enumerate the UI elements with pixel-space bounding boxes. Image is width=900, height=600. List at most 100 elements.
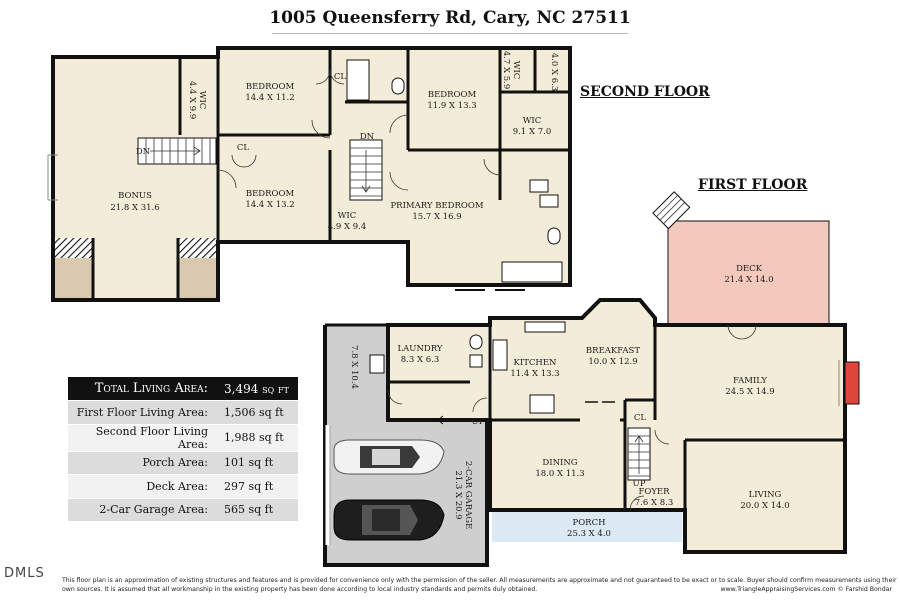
family-label: FAMILY [733, 376, 767, 386]
wic-right-text: 4.0 X 6.3 [549, 53, 559, 92]
laundry-dims: 8.3 X 6.3 [401, 355, 440, 365]
first-floor-label: FIRST FLOOR [698, 177, 808, 193]
second-floor-label: SECOND FLOOR [580, 84, 710, 100]
primary-bedroom-label: PRIMARY BEDROOM [390, 201, 483, 211]
area-summary-table: Total Living Area: 3,494 sq ft First Flo… [68, 377, 298, 522]
bedroom-mid-dims: 14.4 X 13.2 [245, 200, 294, 210]
dn-label-bonus: DN [136, 147, 151, 157]
laundry-floor [388, 325, 488, 382]
deck [667, 220, 830, 326]
closet-door-top [315, 69, 345, 85]
porch-floor [492, 510, 682, 542]
area-row-value: 297 sq ft [218, 474, 298, 499]
breakfast-label: BREAKFAST [586, 346, 640, 356]
sink-primary-2 [539, 194, 559, 208]
garage-label: 2-CAR GARAGE [463, 461, 473, 530]
deck-stairs [652, 191, 691, 230]
up-label-garage: UP [472, 417, 485, 427]
garage-storage-dims: 7.8 X 10.4 [349, 345, 359, 389]
bonus-stairs [137, 137, 217, 165]
area-table-row: Porch Area: 101 sq ft [68, 451, 298, 475]
deck-door [727, 324, 757, 340]
wic-right-dims: 4.0 X 6.3 [549, 53, 559, 92]
wic-bonus-label: WIC [197, 91, 207, 110]
hatch-left [53, 238, 93, 258]
deck-label: DECK [736, 264, 763, 274]
kitchen-dims: 11.4 X 13.3 [510, 369, 559, 379]
laundry-door [387, 389, 403, 405]
area-row-value: 1,506 sq ft [218, 400, 298, 425]
closet-label-bed2: CL [237, 143, 250, 153]
area-row-label: Second Floor Living Area: [68, 424, 218, 452]
kitchen-range [492, 339, 508, 371]
door-bed1 [311, 119, 331, 139]
powder-sink [469, 354, 483, 368]
door-primary-bath [483, 158, 501, 176]
kitchen-island [529, 394, 555, 414]
garage-step-arrow [437, 415, 475, 425]
garage-dims: 21.3 X 20.9 [453, 470, 463, 519]
second-floor-plan: BONUS 21.8 X 31.6 BEDROOM 14.4 X 11.2 BE… [47, 46, 572, 302]
page-title: 1005 Queensferry Rd, Cary, NC 27511 [269, 8, 631, 28]
window-bonus [47, 154, 58, 201]
primary-bedroom-dims: 15.7 X 16.9 [412, 212, 461, 222]
kitchen-sink [524, 321, 566, 333]
fireplace [844, 361, 860, 405]
area-row-label: Porch Area: [68, 451, 218, 475]
disclaimer-text: This floor plan is an approximation of e… [62, 577, 897, 593]
bedroom-right-dims: 11.9 X 13.3 [427, 101, 476, 111]
tub-primary [501, 261, 563, 283]
closet-label-top: CL [334, 72, 347, 82]
title-divider [272, 33, 628, 34]
breakfast-dims: 10.0 X 12.9 [588, 357, 637, 367]
dn-label-mid: DN [360, 132, 375, 142]
garage-text: 2-CAR GARAGE 21.3 X 20.9 [453, 461, 473, 530]
middle-stairs [349, 139, 383, 201]
first-floor-plan: DECK 21.4 X 14.0 LAUNDRY 8.3 X 6.3 KITCH… [323, 191, 860, 567]
deck-dims: 21.4 X 14.0 [724, 275, 773, 285]
area-row-value: 1,988 sq ft [218, 424, 298, 452]
up-label-stairs: UP [633, 479, 646, 489]
living-door [654, 429, 670, 445]
area-table-row: Second Floor Living Area: 1,988 sq ft [68, 424, 298, 452]
wic-bonus-dims: 4.4 X 9.9 [187, 81, 197, 120]
foyer-dims: 7.6 X 8.3 [635, 498, 674, 508]
car-white [333, 439, 445, 475]
wic-small-dims: 4.7 X 5.9 [501, 51, 511, 90]
car-black [333, 499, 445, 541]
closet-label-first: CL [634, 413, 647, 423]
wic-primary-label: WIC [523, 116, 542, 126]
wic-small-label: WIC [511, 61, 521, 80]
tub-upper [346, 59, 370, 101]
bonus-label: BONUS [118, 191, 152, 201]
credit-text: www.TriangleAppraisingServices.com © Far… [720, 586, 892, 593]
bedroom-mid-label: BEDROOM [246, 189, 295, 199]
bedroom-top-label: BEDROOM [246, 82, 295, 92]
living-dims: 20.0 X 14.0 [740, 501, 789, 511]
porch-label: PORCH [572, 518, 605, 528]
toilet-upper [391, 77, 405, 95]
wall-attic [91, 238, 180, 300]
family-dims: 24.5 X 14.9 [725, 387, 774, 397]
front-door [629, 495, 645, 511]
wic-bonus-text: WIC 4.4 X 9.9 [187, 81, 207, 120]
area-table-row: Deck Area: 297 sq ft [68, 474, 298, 499]
garage-storage-text: 7.8 X 10.4 [349, 345, 359, 389]
door-bed3 [389, 114, 409, 134]
bedroom-top-dims: 14.4 X 11.2 [245, 93, 294, 103]
area-table-row: First Floor Living Area: 1,506 sq ft [68, 400, 298, 425]
dining-dims: 18.0 X 11.3 [535, 469, 584, 479]
area-row-label: Deck Area: [68, 474, 218, 499]
area-table-row: 2-Car Garage Area: 565 sq ft [68, 498, 298, 522]
hatch-right [178, 238, 218, 258]
closet-door-bed2 [231, 154, 257, 168]
attic-right [178, 258, 218, 300]
powder-toilet [469, 334, 483, 350]
laundry-walls [388, 325, 492, 420]
total-area-value: 3,494 sq ft [218, 377, 298, 401]
porch-dims: 25.3 X 4.0 [567, 529, 611, 539]
garage-entry-door [472, 397, 488, 413]
area-row-value: 101 sq ft [218, 451, 298, 475]
living-label: LIVING [749, 490, 782, 500]
